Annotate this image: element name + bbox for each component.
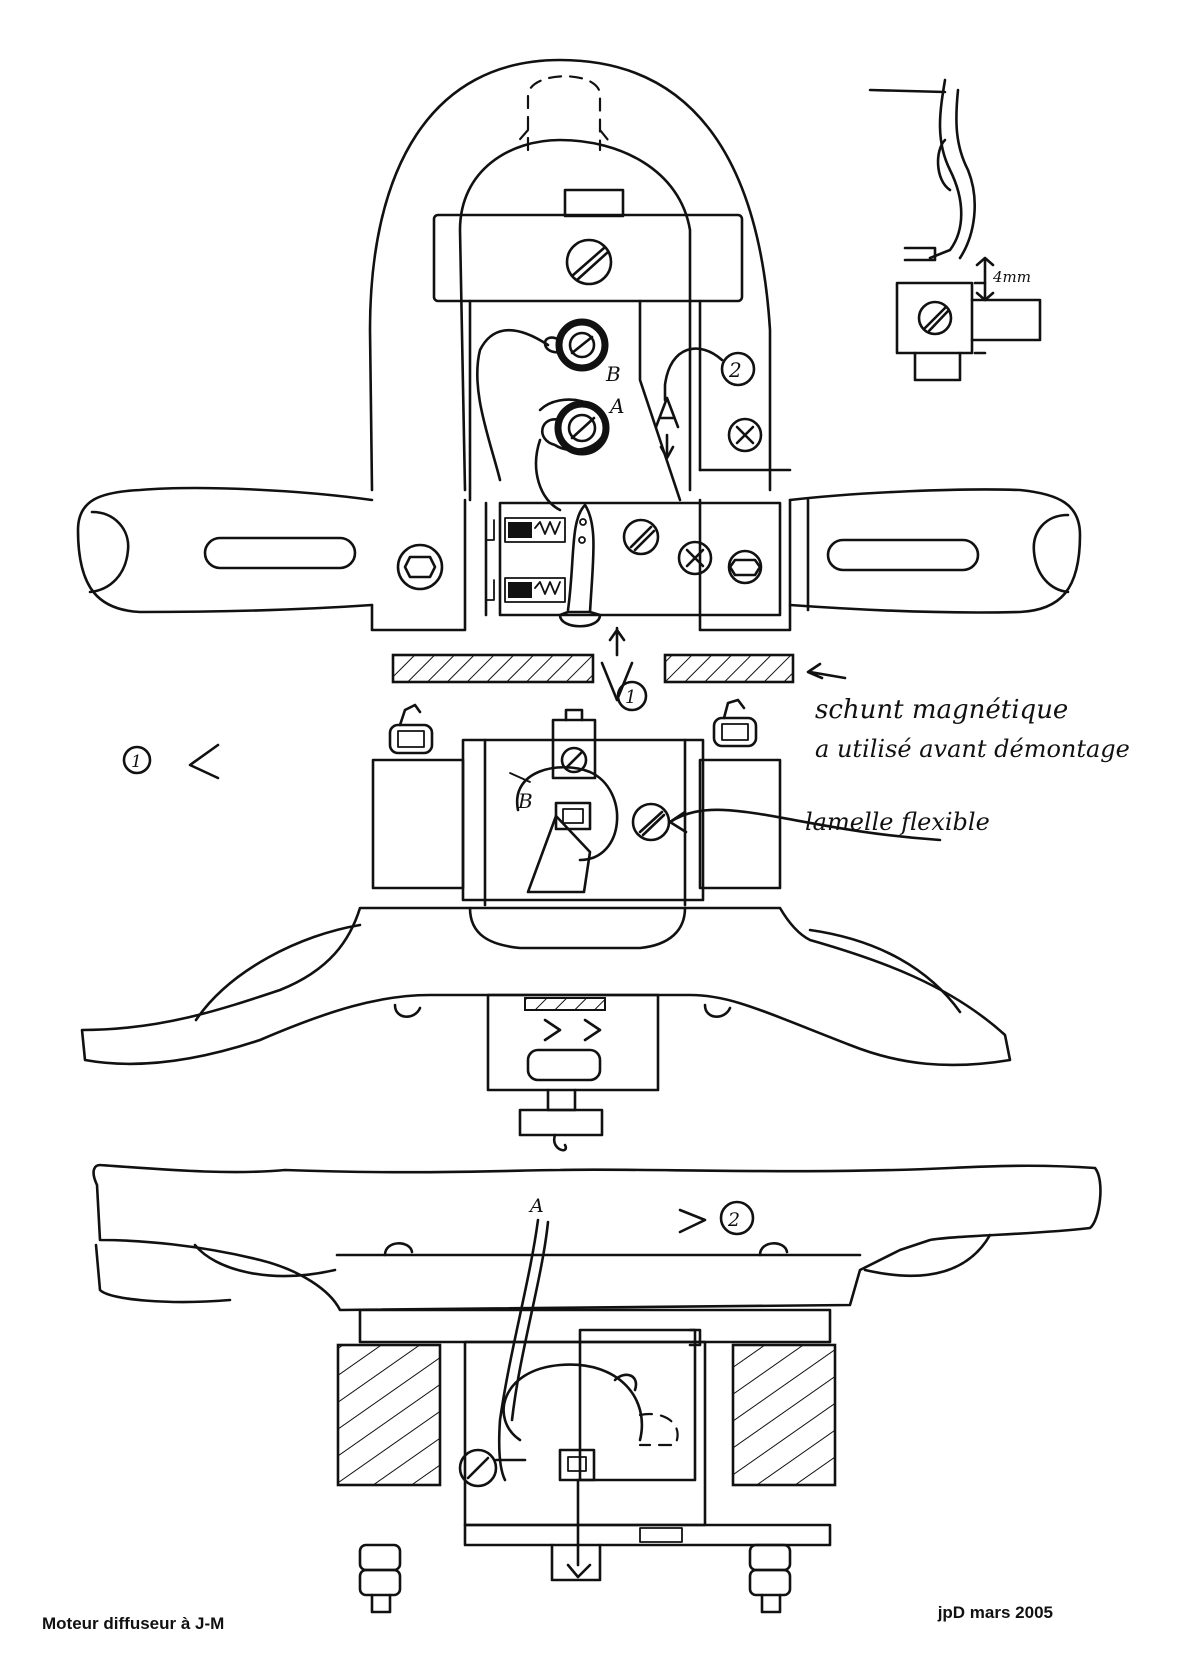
flexible-blade-label: lamelle flexible (805, 808, 990, 836)
marker-2-top: 2 (728, 358, 742, 382)
middle-view-motor: B lamelle flexible (80, 698, 1012, 1152)
dimension-label: 4mm (992, 268, 1031, 286)
magnetic-shunt: 1 schunt magnétique a utilisé avant démo… (391, 626, 1130, 763)
label-a-top: A (608, 394, 624, 418)
marker-2-bottom: 2 (727, 1209, 740, 1231)
label-b-middle: B (517, 789, 533, 813)
marker-1-view: 1 (131, 752, 142, 772)
bottom-view-motor: A 2 (92, 1163, 1102, 1614)
label-a-bottom: A (528, 1195, 544, 1217)
label-b-top: B (605, 362, 621, 386)
view-marker-1: 1 (122, 743, 220, 780)
drawing-title: Moteur diffuseur à J-M (42, 1614, 225, 1633)
author-signature: jpD mars 2005 (937, 1603, 1053, 1622)
marker-1-shunt: 1 (625, 687, 636, 708)
shunt-label-line1: schunt magnétique (815, 695, 1068, 725)
shunt-label-line2: a utilisé avant démontage (815, 735, 1130, 763)
detail-clip-view: 4mm (868, 78, 1042, 382)
top-view-motor: B A 2 (76, 58, 1082, 632)
